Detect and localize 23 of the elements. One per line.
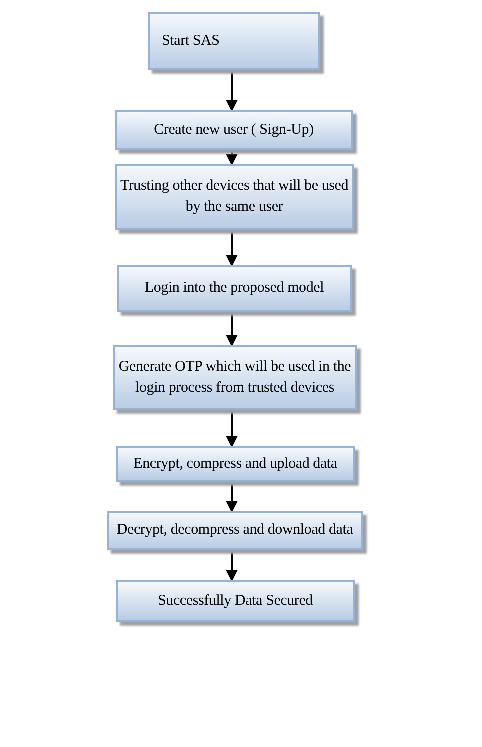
- process-box: [116, 580, 355, 622]
- step-text: Successfully Data Secured: [158, 592, 313, 610]
- process-box: [107, 511, 363, 550]
- step-text: Start SAS: [162, 32, 220, 50]
- process-box: [116, 446, 355, 482]
- arrow: [226, 70, 238, 112]
- process-box: [115, 164, 354, 230]
- step-text: Decrypt, decompress and download data: [116, 521, 354, 540]
- arrow: [226, 312, 238, 347]
- step-text: Generate OTP which will be used in the login process from trusted devices: [118, 358, 352, 398]
- process-box: [115, 110, 353, 150]
- process-box: [113, 345, 357, 410]
- step-text: Login into the proposed model: [144, 279, 324, 298]
- arrow: [226, 150, 238, 166]
- arrow: [226, 482, 238, 513]
- process-box: [117, 265, 352, 312]
- arrow: [226, 550, 238, 582]
- step-text: Encrypt, compress and upload data: [134, 454, 338, 474]
- step-text: Create new user ( Sign-Up): [154, 120, 314, 140]
- arrow: [226, 230, 238, 267]
- arrow: [226, 410, 238, 448]
- step-text: Trusting other devices that will be used by the same user: [119, 177, 350, 217]
- process-box: [148, 12, 320, 70]
